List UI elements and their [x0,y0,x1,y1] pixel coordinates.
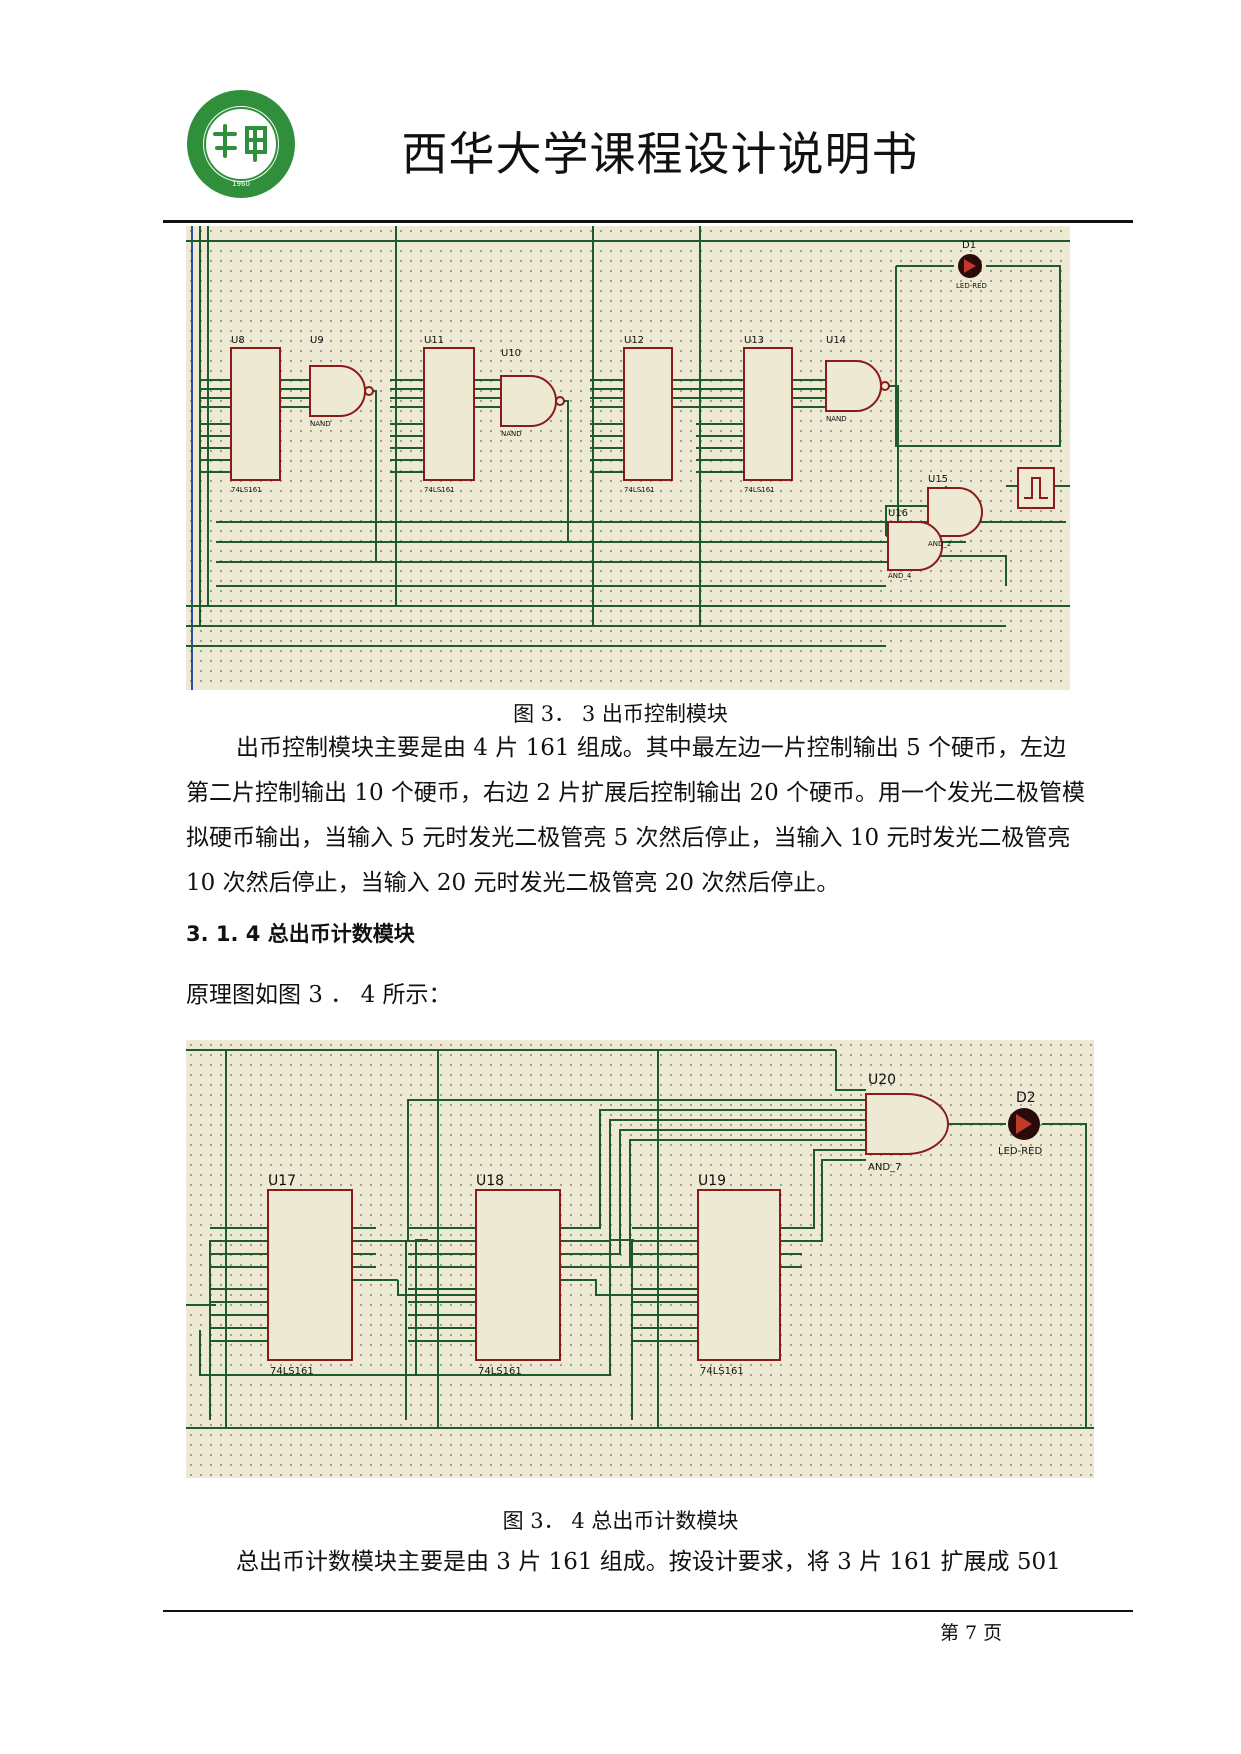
paragraph-coin-output: 出币控制模块主要是由 4 片 161 组成。其中最左边一片控制输出 5 个硬币，… [186,735,1086,896]
section-heading-3-1-4: 3. 1. 4 总出币计数模块 [186,922,415,946]
label-u12: U12 [624,335,644,346]
label-u14: U14 [826,335,846,346]
label-and4: AND_4 [888,572,912,580]
label-chip-u11: 74LS161 [424,486,455,494]
document-title: 西华大学课程设计说明书 [401,127,919,181]
label-u15: U15 [928,474,948,485]
label-chip-u18: 74LS161 [478,1366,522,1377]
paragraph-total-counter: 总出币计数模块主要是由 3 片 161 组成。按设计要求，将 3 片 161 扩… [236,1549,1061,1575]
label-led-d2: LED-RED [998,1146,1042,1157]
label-d2: D2 [1016,1090,1036,1106]
label-chip-u17: 74LS161 [270,1366,314,1377]
label-chip-u13: 74LS161 [744,486,775,494]
figure-reference: 原理图如图 3 ． 4 所示： [186,982,452,1008]
label-nand-u9: NAND [310,420,331,428]
figure-3-4-caption: 图 3． 4 总出币计数模块 [502,1509,739,1533]
label-and2: AND_2 [928,540,951,548]
header-rule [163,220,1133,223]
schematic-total-coin-counter: U17 U18 U19 U20 D2 LED-RED AND_7 74LS161… [186,1040,1094,1478]
label-u20: U20 [868,1072,896,1088]
label-u17: U17 [268,1173,296,1189]
label-nand-u10: NAND [501,430,522,438]
label-led: LED-RED [956,282,987,290]
label-and7: AND_7 [868,1162,901,1173]
label-u19: U19 [698,1173,726,1189]
label-chip-u8: 74LS161 [231,486,262,494]
label-u18: U18 [476,1173,504,1189]
label-d1: D1 [962,240,976,251]
figure-3-3-caption: 图 3． 3 出币控制模块 [513,702,728,726]
label-u13: U13 [744,335,764,346]
label-u11: U11 [424,335,444,346]
label-chip-u12: 74LS161 [624,486,655,494]
label-nand-u14: NAND [826,415,847,423]
label-u8: U8 [231,335,245,346]
label-u16: U16 [888,508,908,519]
footer-rule [163,1610,1133,1612]
label-u9: U9 [310,335,324,346]
label-chip-u19: 74LS161 [700,1366,744,1377]
page-number: 第 7 页 [940,1622,1003,1644]
svg-text:1960: 1960 [232,180,250,188]
label-u10: U10 [501,348,521,359]
university-logo: 1960 [185,88,297,200]
schematic-coin-output-control: U8 U9 U11 U10 U12 U13 U14 U15 U16 D1 LED… [186,226,1070,690]
